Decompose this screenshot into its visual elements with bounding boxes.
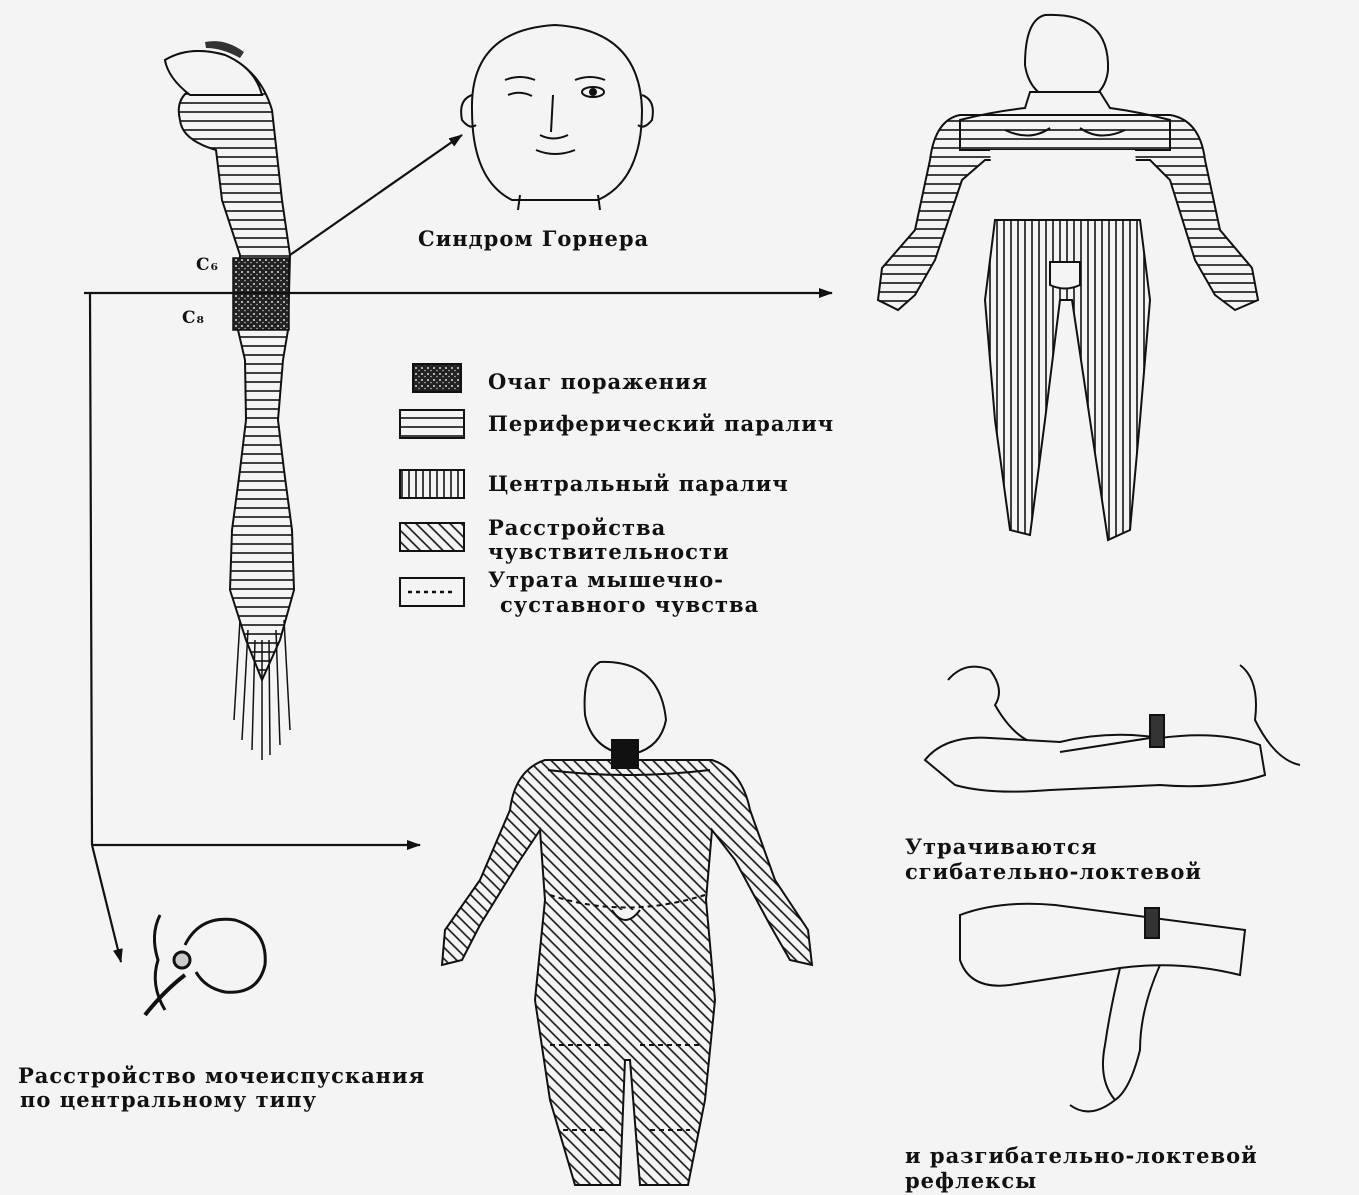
body-figure-sensory — [442, 662, 812, 1185]
urination-caption-line1: Расстройство мочеиспускания — [18, 1064, 425, 1087]
reflex-caption-line3: и разгибательно-локтевой — [905, 1144, 1258, 1167]
legend-label-sensory-1: Расстройства — [488, 516, 666, 539]
body-figure-peripheral-central — [878, 15, 1258, 540]
legend-label-peripheral: Периферический паралич — [488, 412, 834, 435]
legend-label-proprio-2: суставного чувства — [500, 593, 759, 616]
legend-swatch-vertical — [400, 470, 464, 498]
reflex-caption-line1: Утрачиваются — [905, 835, 1097, 858]
reflex-caption-line2: сгибательно-локтевой — [905, 860, 1202, 883]
segment-c6-label: C₆ — [196, 255, 219, 275]
legend-label-sensory-2: чувствительности — [488, 540, 730, 563]
spinal-cord-figure — [165, 41, 294, 760]
legend-swatch-horizontal — [400, 410, 464, 438]
segment-c8-label: C₈ — [182, 308, 205, 328]
urination-caption-line2: по центральному типу — [20, 1088, 317, 1111]
legend-label-lesion: Очаг поражения — [488, 370, 708, 393]
legend-label-central: Центральный паралич — [488, 472, 789, 495]
legend-swatch-stipple — [413, 364, 461, 392]
legend-swatch-diagonal — [400, 523, 464, 551]
legend-swatches — [400, 364, 464, 606]
horner-face-figure — [461, 25, 653, 210]
legend-label-proprio-1: Утрата мышечно- — [488, 568, 724, 591]
reflex-test-sketches — [925, 665, 1300, 1111]
bladder-figure — [145, 915, 265, 1015]
reflex-caption-line4: рефлексы — [905, 1169, 1037, 1192]
horner-syndrome-label: Синдром Горнера — [418, 227, 649, 250]
